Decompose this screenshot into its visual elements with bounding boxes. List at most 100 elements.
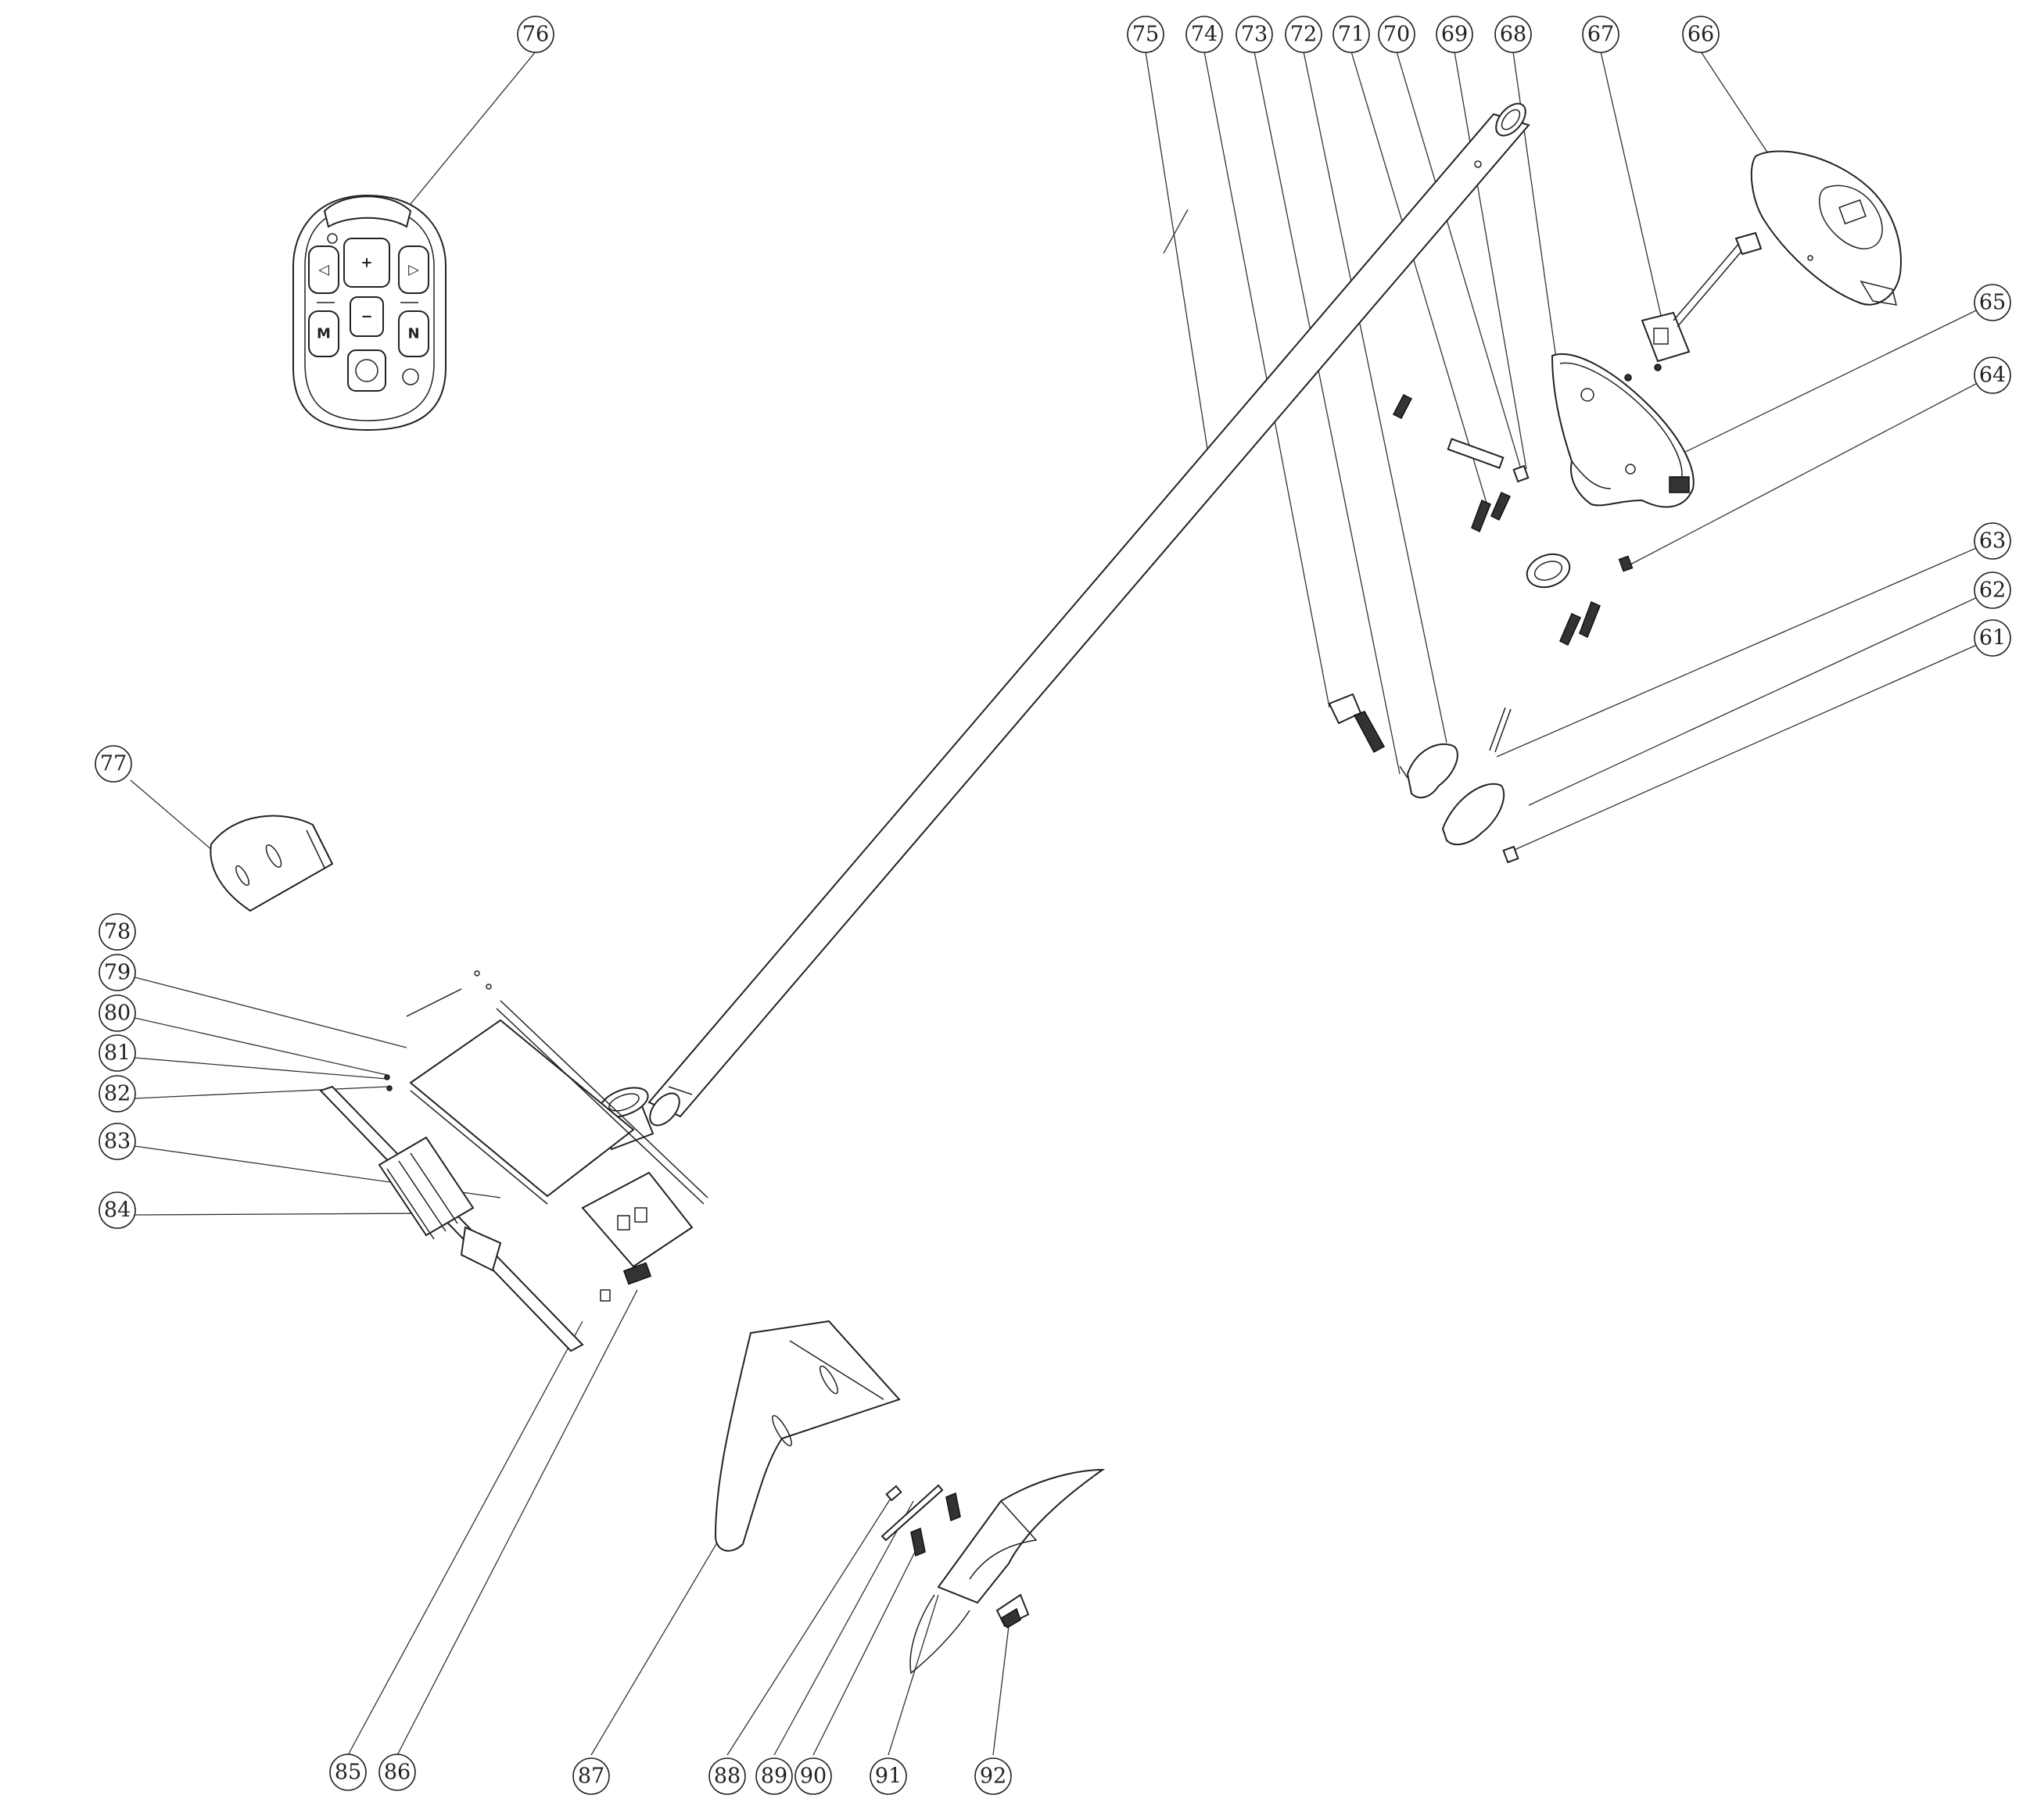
callout-number: 76 [522, 23, 549, 47]
callout-66: 66 [1682, 16, 1720, 53]
callout-87: 87 [572, 1757, 610, 1795]
left-button[interactable] [308, 245, 339, 294]
callout-labels: 6162636465666768697071727374757677787980… [95, 16, 2011, 1795]
callout-84: 84 [99, 1191, 136, 1229]
callout-63: 63 [1974, 522, 2011, 560]
m-button[interactable] [308, 310, 339, 357]
callout-number: 86 [384, 1761, 411, 1785]
remote-control: + − ◁ ▷ M N [292, 194, 447, 432]
callout-67: 67 [1582, 16, 1619, 53]
callout-73: 73 [1236, 16, 1273, 53]
callout-69: 69 [1436, 16, 1473, 53]
callout-74: 74 [1185, 16, 1223, 53]
callout-number: 77 [100, 752, 127, 776]
callout-number: 73 [1241, 23, 1268, 47]
callout-72: 72 [1285, 16, 1322, 53]
callout-circle [517, 16, 554, 53]
callout-number: 82 [104, 1082, 131, 1106]
callout-circle [99, 994, 136, 1032]
m-button-label: M [317, 326, 331, 342]
callout-circle [1185, 16, 1223, 53]
callout-number: 64 [1979, 364, 2006, 388]
callout-circle [755, 1757, 793, 1795]
callout-circle [870, 1757, 907, 1795]
callout-circle [99, 954, 136, 991]
callout-circle [1682, 16, 1720, 53]
power-icon [402, 368, 419, 385]
callout-88: 88 [708, 1757, 746, 1795]
right-button[interactable] [398, 245, 429, 294]
callout-90: 90 [794, 1757, 832, 1795]
callout-85: 85 [329, 1754, 367, 1791]
callout-81: 81 [99, 1034, 136, 1072]
callout-circle [1974, 571, 2011, 609]
callout-circle [99, 1191, 136, 1229]
callout-77: 77 [95, 745, 132, 783]
callout-number: 70 [1383, 23, 1410, 47]
callout-number: 61 [1979, 626, 2006, 650]
callout-86: 86 [378, 1754, 416, 1791]
plus-button-label: + [360, 255, 372, 271]
callout-circle [99, 913, 136, 951]
callout-number: 67 [1587, 23, 1614, 47]
callout-number: 83 [104, 1130, 131, 1154]
callout-80: 80 [99, 994, 136, 1032]
right-button-label: ▷ [408, 262, 419, 278]
nose-cone [210, 815, 334, 912]
callout-circle [572, 1757, 610, 1795]
callout-65: 65 [1974, 284, 2011, 321]
callout-circle [974, 1757, 1012, 1795]
callout-circle [1974, 356, 2011, 394]
callout-number: 78 [104, 920, 131, 944]
callout-89: 89 [755, 1757, 793, 1795]
callout-number: 65 [1979, 291, 2006, 315]
callout-circle [1582, 16, 1619, 53]
top-cover [1750, 150, 1902, 306]
callout-91: 91 [870, 1757, 907, 1795]
propeller-assembly [881, 1468, 1106, 1675]
minus-button[interactable] [350, 296, 384, 337]
callout-circle [708, 1757, 746, 1795]
shaft-tube [593, 102, 1530, 1151]
motor-assembly [319, 970, 708, 1352]
callout-circle [1332, 16, 1370, 53]
callout-number: 81 [104, 1041, 131, 1066]
control-board [1624, 231, 1763, 382]
callout-64: 64 [1974, 356, 2011, 394]
prop-button[interactable] [347, 349, 386, 392]
callout-circle [1285, 16, 1322, 53]
callout-circle [99, 1034, 136, 1072]
callout-circle [1378, 16, 1415, 53]
callout-76: 76 [517, 16, 554, 53]
head-housing [1551, 353, 1695, 508]
callout-circle [1436, 16, 1473, 53]
left-button-label: ◁ [318, 262, 329, 278]
callout-circle [1127, 16, 1164, 53]
callout-number: 84 [104, 1198, 131, 1223]
n-button[interactable] [398, 310, 429, 357]
callout-number: 66 [1687, 23, 1714, 47]
rear-cover [714, 1320, 901, 1552]
callout-number: 91 [875, 1764, 902, 1789]
small-hardware-upper [1392, 393, 1634, 647]
minus-button-label: − [360, 309, 372, 325]
callout-circle [378, 1754, 416, 1791]
callout-71: 71 [1332, 16, 1370, 53]
steering-parts [1328, 693, 1519, 864]
callout-circle [1236, 16, 1273, 53]
callout-number: 74 [1191, 23, 1218, 47]
callout-number: 89 [761, 1764, 787, 1789]
callout-number: 75 [1132, 23, 1159, 47]
callout-circle [1974, 522, 2011, 560]
callout-circle [99, 1075, 136, 1112]
callout-70: 70 [1378, 16, 1415, 53]
callout-circle [1974, 619, 2011, 657]
callout-number: 72 [1290, 23, 1317, 47]
callout-number: 62 [1979, 579, 2006, 603]
plus-button[interactable] [343, 238, 390, 288]
callout-75: 75 [1127, 16, 1164, 53]
callout-number: 69 [1441, 23, 1468, 47]
callout-circle [99, 1123, 136, 1160]
callout-78: 78 [99, 913, 136, 951]
propeller-icon [355, 359, 378, 382]
